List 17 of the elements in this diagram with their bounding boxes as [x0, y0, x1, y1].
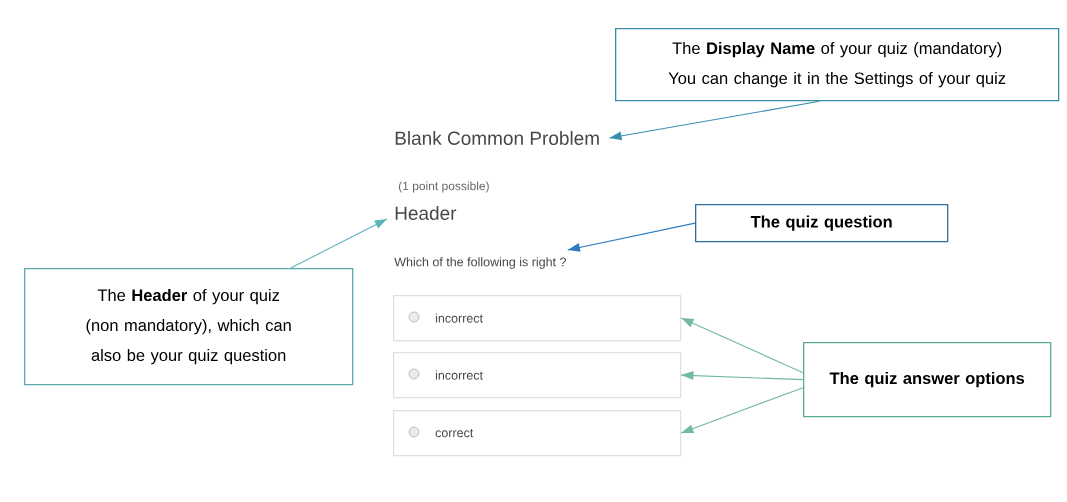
- arrow: [680, 371, 804, 381]
- answer-option: incorrect: [393, 295, 682, 342]
- heading-text: Header: [395, 206, 457, 220]
- arrow: [290, 218, 388, 269]
- arrow: [680, 387, 804, 434]
- answer-option: incorrect: [393, 352, 682, 399]
- callout-box: The quiz question: [695, 204, 949, 243]
- callout-box: The Display Name of your quiz (mandatory) You can change it in the Settings of your quiz: [615, 28, 1060, 102]
- points-text: (1 point possible): [398, 181, 489, 193]
- arrow: [608, 100, 820, 141]
- callout-box: The quiz answer options: [803, 342, 1052, 418]
- answer-option: correct: [393, 410, 682, 457]
- arrow: [567, 222, 696, 252]
- question-text: Which of the following is right ?: [394, 257, 566, 269]
- heading-text: Blank Common Problem: [395, 131, 599, 145]
- callout-box: The Header of your quiz (non mandatory), which can also be your quiz question: [24, 268, 354, 386]
- arrow: [680, 317, 804, 374]
